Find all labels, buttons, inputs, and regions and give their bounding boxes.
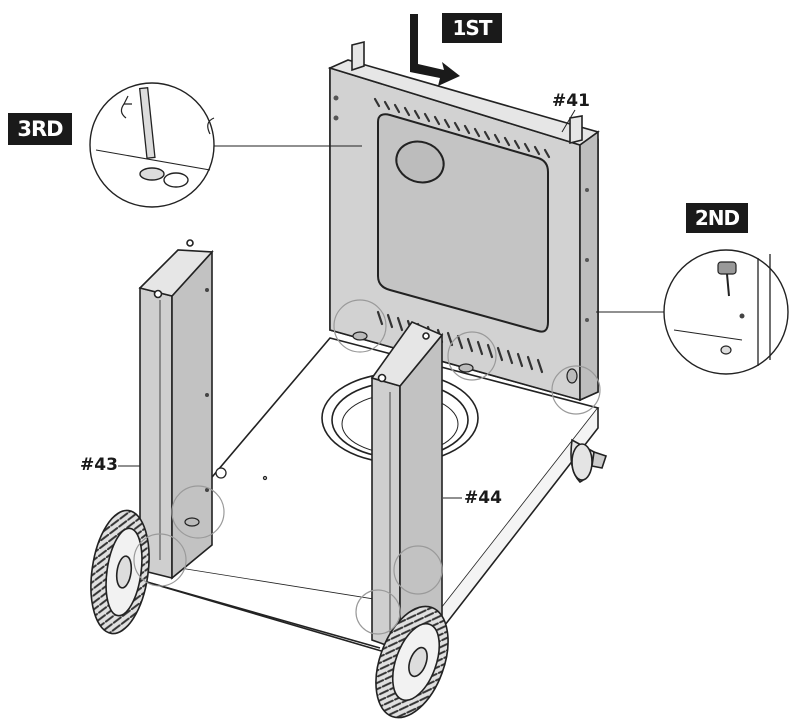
fastener-highlights	[133, 299, 601, 635]
right-wheel	[375, 605, 449, 719]
base-holes	[215, 467, 268, 481]
step-badge-third: 3RD	[8, 113, 72, 145]
step-badge-first: 1ST	[442, 13, 502, 43]
part-label-41: #41	[552, 91, 590, 111]
leader-lines	[118, 109, 576, 499]
caster-wheel	[570, 438, 608, 483]
part-label-44: #44	[464, 488, 502, 508]
step-badge-second: 2ND	[686, 203, 748, 233]
cart-base	[138, 337, 600, 656]
down-right-arrow-icon	[410, 14, 460, 86]
detail-callout-3rd	[89, 82, 362, 208]
part-label-43: #43	[80, 455, 118, 475]
bolts	[184, 331, 578, 527]
left-leg	[138, 239, 214, 580]
right-leg	[370, 321, 444, 652]
detail-callout-2nd	[596, 249, 789, 375]
left-wheel	[90, 509, 150, 635]
back-panel	[327, 40, 600, 402]
